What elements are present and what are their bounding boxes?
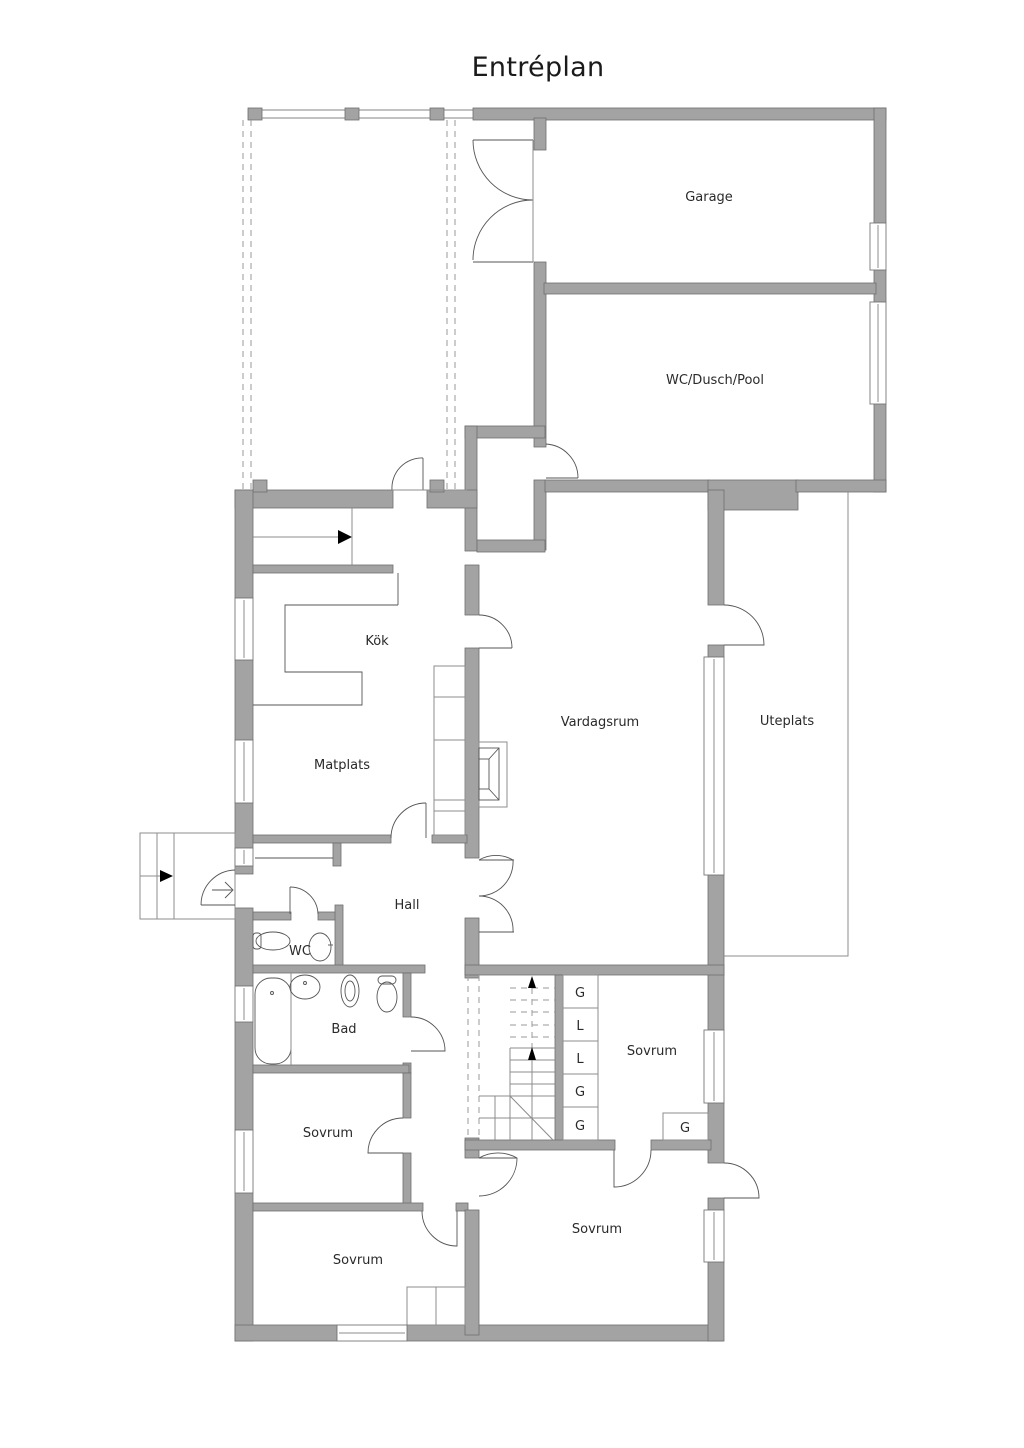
entry-door xyxy=(200,869,236,906)
bathtub-icon xyxy=(254,973,292,1065)
closet-sovrum-3 xyxy=(662,1112,709,1141)
room-label-sovrum-2: Sovrum xyxy=(333,1253,383,1268)
sovrum-exterior-door xyxy=(723,1162,760,1199)
room-label-sovrum-1: Sovrum xyxy=(303,1126,353,1141)
room-label-wc-dusch-pool: WC/Dusch/Pool xyxy=(666,373,764,388)
room-label-matplats: Matplats xyxy=(314,758,370,773)
sovrum-2-door xyxy=(421,1210,458,1247)
sovrum-4-door xyxy=(478,1152,518,1197)
sovrum-3-door xyxy=(613,1149,652,1188)
staircase xyxy=(467,975,555,1141)
wc-toilet-icon xyxy=(252,931,291,951)
matplats-door xyxy=(390,802,427,839)
wc-door xyxy=(289,886,319,915)
bad-sink-icon xyxy=(289,974,321,1000)
closet-label: G xyxy=(575,1119,585,1134)
back-door xyxy=(391,457,424,491)
kitchen-door xyxy=(478,614,513,649)
closet-label: L xyxy=(576,1052,584,1067)
vardagsrum-exterior-door xyxy=(723,604,765,646)
kitchen-counter xyxy=(253,573,399,706)
room-label-vardagsrum: Vardagsrum xyxy=(561,715,639,730)
plan-title: Entréplan xyxy=(471,52,605,83)
carport xyxy=(242,107,477,490)
sovrum-2-wardrobe xyxy=(406,1286,466,1326)
garage-door xyxy=(472,139,534,263)
room-label-sovrum-4: Sovrum xyxy=(572,1222,622,1237)
top-stairs xyxy=(253,508,353,565)
closet-label: L xyxy=(576,1019,584,1034)
room-label-wc: WC xyxy=(289,944,311,959)
sovrum-1-door xyxy=(367,1117,404,1154)
room-label-bad: Bad xyxy=(331,1022,356,1037)
room-label-kok: Kök xyxy=(365,634,389,649)
closet-label: G xyxy=(575,1085,585,1100)
closet-label: G xyxy=(575,986,585,1001)
bad-door xyxy=(410,1016,446,1052)
bidet-icon xyxy=(340,974,360,1008)
entry-steps xyxy=(139,832,236,920)
bad-toilet-icon xyxy=(376,975,398,1013)
pool-door xyxy=(545,443,579,479)
windows xyxy=(234,597,725,1342)
garage-block-walls xyxy=(464,107,887,553)
closet-label: G xyxy=(680,1121,690,1136)
fireplace xyxy=(478,741,508,808)
closet-stack xyxy=(562,974,599,1141)
interior-walls xyxy=(252,564,725,1336)
room-label-sovrum-3: Sovrum xyxy=(627,1044,677,1059)
room-label-uteplats: Uteplats xyxy=(760,714,815,729)
wc-sink-icon xyxy=(308,932,333,962)
fireplace-storage xyxy=(433,665,466,836)
room-label-hall: Hall xyxy=(395,898,420,913)
room-label-garage: Garage xyxy=(685,190,733,205)
vardagsrum-double-door xyxy=(478,854,514,933)
uteplats-outline xyxy=(724,492,849,957)
main-house-walls xyxy=(234,479,725,1342)
